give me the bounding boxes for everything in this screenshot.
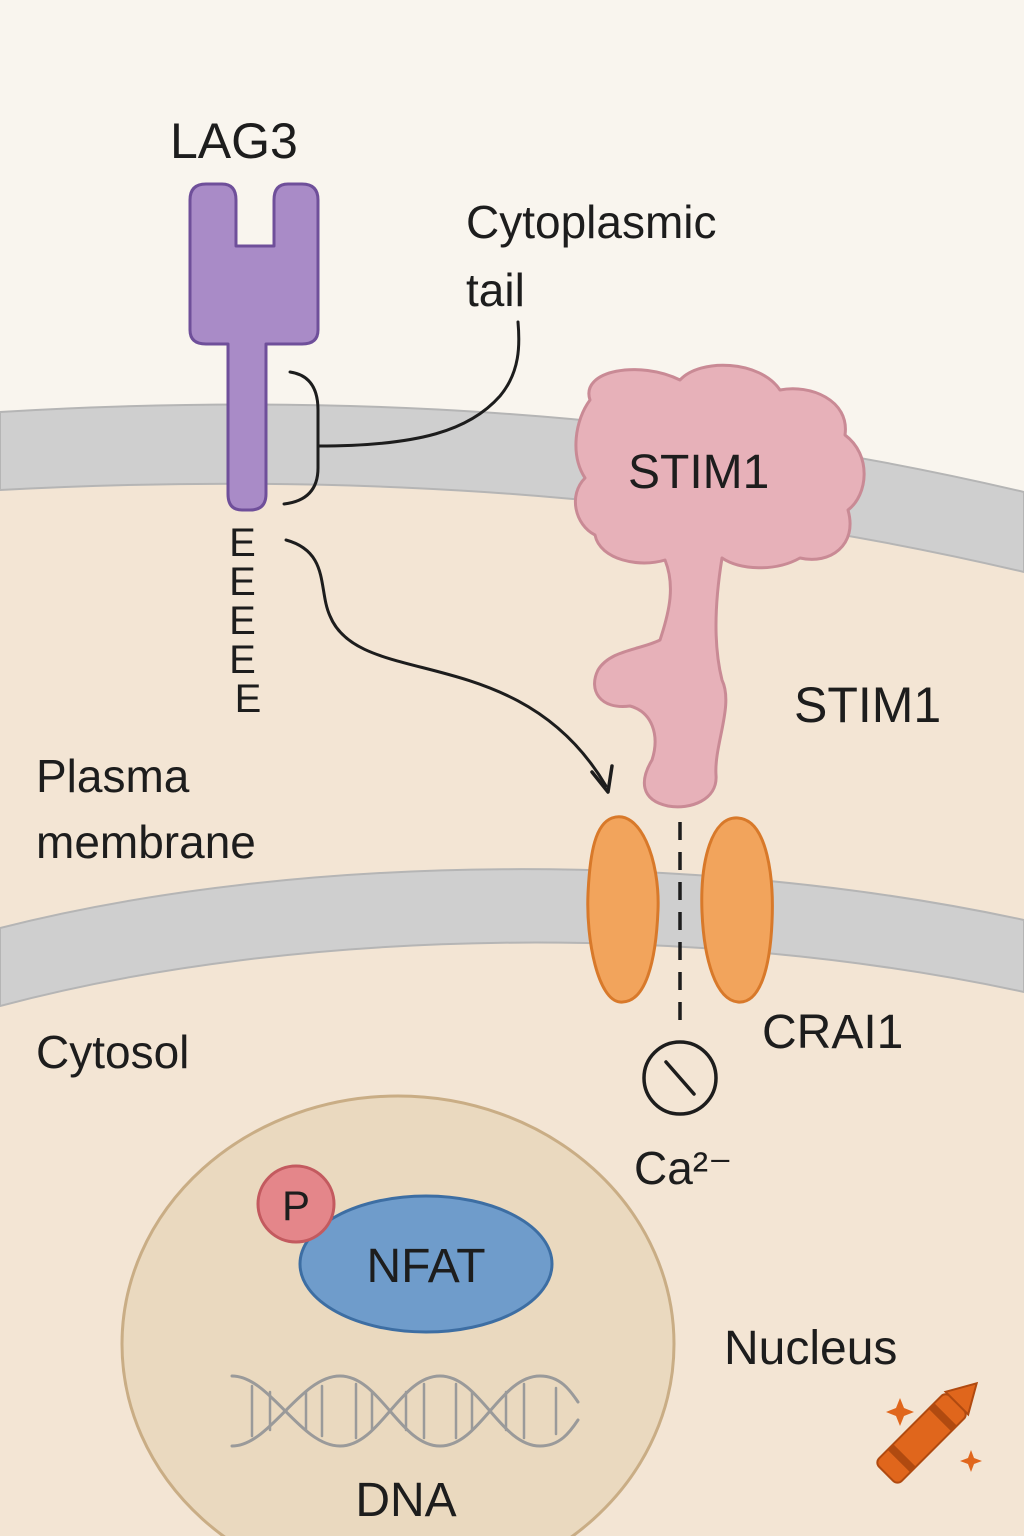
tail-motif-e5: E (235, 677, 262, 721)
signal-arrow (284, 538, 608, 788)
phosphate-group (256, 1164, 336, 1244)
label-lag3: LAG3 (170, 113, 298, 169)
arrow-head (590, 764, 614, 794)
crai1-subunit-left (586, 815, 660, 1004)
lag3-receptor (188, 182, 320, 512)
tail-motif-e4: E (229, 638, 256, 682)
label-stim1-side: STIM1 (794, 677, 941, 733)
tail-leader-line (316, 320, 521, 448)
label-nfat: NFAT (366, 1240, 485, 1293)
tail-motif-e3: E (229, 599, 256, 643)
tail-motif: E E E E E (229, 521, 267, 721)
label-cytoplasmic-line1: Cytoplasmic (466, 196, 717, 248)
label-calcium: Ca²⁻ (634, 1142, 732, 1194)
label-plasma-line2: membrane (36, 816, 256, 868)
label-cytoplasmic-line2: tail (466, 264, 525, 316)
circle-slash-icon (642, 1040, 718, 1116)
label-nucleus: Nucleus (724, 1322, 897, 1375)
label-phospho: P (282, 1182, 310, 1229)
crai1-subunit-right (700, 816, 774, 1004)
label-cytosol: Cytosol (36, 1026, 189, 1078)
nfat-protein (298, 1194, 554, 1334)
stim1-protein (574, 363, 866, 809)
dna-helix-icon (230, 1374, 580, 1448)
crayon-icon (876, 1381, 982, 1484)
tail-bracket (282, 370, 320, 506)
tail-motif-e2: E (229, 560, 256, 604)
label-plasma-line1: Plasma (36, 750, 190, 802)
label-dna: DNA (355, 1474, 456, 1527)
label-cytoplasmic-tail: Cytoplasmic tail (466, 196, 729, 316)
label-crai1: CRAI1 (762, 1006, 903, 1059)
label-stim1-top: STIM1 (628, 446, 769, 499)
label-plasma-membrane: Plasma membrane (36, 750, 256, 868)
tail-motif-e1: E (229, 521, 256, 565)
